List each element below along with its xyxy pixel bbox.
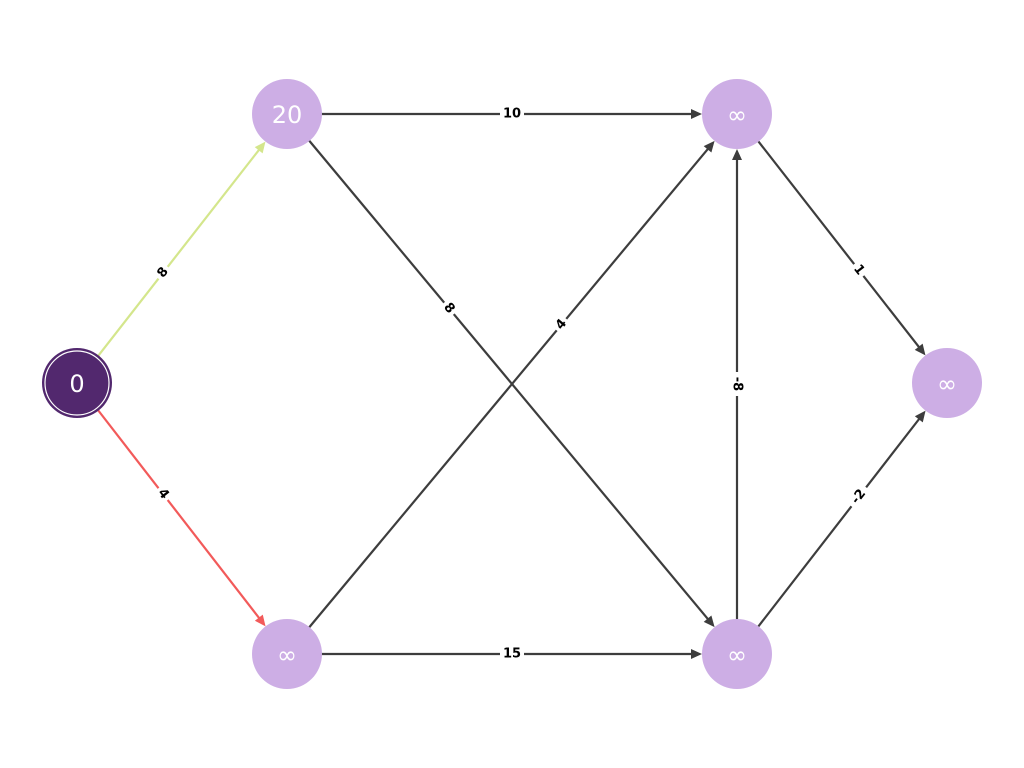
edge-d-e (756, 410, 926, 628)
edge-weight-label: 4 (151, 482, 175, 506)
node-d[interactable]: ∞ (702, 619, 772, 689)
arrowhead-icon (914, 410, 926, 423)
arrowhead-icon (703, 615, 715, 628)
edge-label-layer: 8 4 10 8 4 15 -8 1 -2 (151, 105, 874, 663)
edge-line (307, 139, 711, 622)
edge-a-d (307, 139, 715, 628)
node-c[interactable]: ∞ (702, 79, 772, 149)
edge-b-c (307, 140, 715, 629)
edge-s-b (96, 409, 266, 627)
node-distance-label: ∞ (727, 641, 747, 669)
svg-text:15: 15 (503, 647, 521, 662)
arrowhead-icon (254, 141, 266, 154)
node-distance-label: ∞ (277, 641, 297, 669)
node-e[interactable]: ∞ (912, 348, 982, 418)
edge-weight-label: -8 (728, 372, 746, 396)
arrowhead-icon (703, 140, 715, 153)
edge-weight-label: 1 (847, 258, 871, 282)
svg-text:10: 10 (503, 107, 521, 122)
edge-weight-label: 8 (151, 261, 175, 285)
edge-s-a (97, 141, 266, 357)
arrowhead-icon (691, 649, 702, 659)
edge-weight-label: 4 (549, 313, 574, 337)
arrowhead-icon (691, 109, 702, 119)
node-distance-label: 20 (272, 101, 303, 129)
node-distance-label: ∞ (727, 101, 747, 129)
edge-layer (96, 109, 926, 659)
node-b[interactable]: ∞ (252, 619, 322, 689)
edge-c-e (757, 140, 926, 356)
node-a[interactable]: 20 (252, 79, 322, 149)
svg-text:-8: -8 (730, 377, 745, 391)
node-s[interactable]: 0 (42, 348, 112, 418)
arrowhead-icon (254, 614, 266, 627)
node-distance-label: 0 (69, 370, 84, 398)
node-distance-label: ∞ (937, 370, 957, 398)
edge-line (307, 146, 711, 629)
edge-line (757, 140, 922, 350)
edge-weight-label: 15 (500, 645, 524, 663)
edge-weight-label: 8 (437, 296, 461, 320)
edge-weight-label: 10 (500, 105, 524, 123)
arrowhead-icon (732, 149, 742, 160)
edge-line (97, 147, 262, 357)
edge-line (96, 409, 262, 621)
edge-line (756, 416, 922, 628)
edge-weight-label: -2 (844, 481, 874, 512)
arrowhead-icon (914, 343, 926, 356)
